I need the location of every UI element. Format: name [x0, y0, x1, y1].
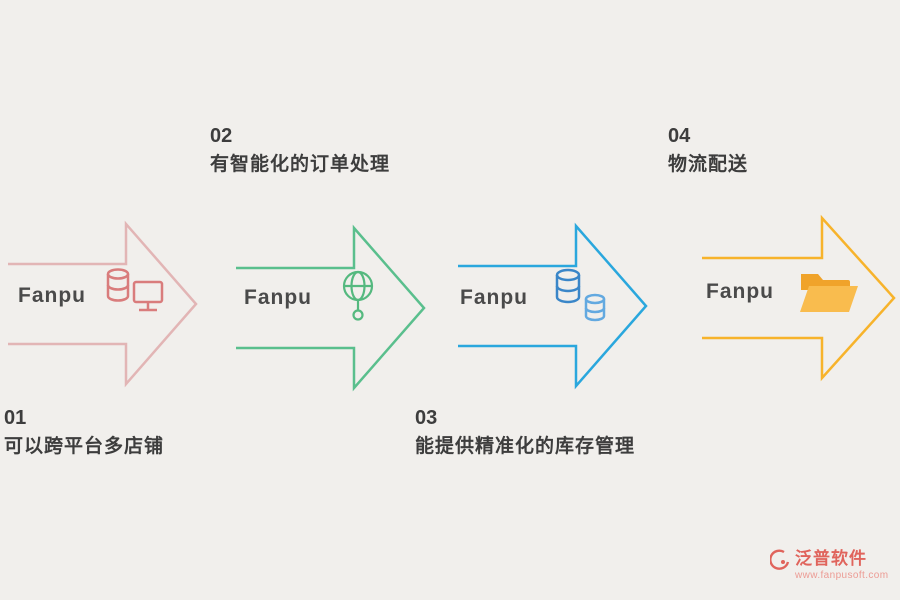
brand-label-4: Fanpu: [706, 280, 774, 303]
step-text: 能提供精准化的库存管理: [415, 436, 636, 457]
process-arrow-1: [8, 220, 198, 388]
brand-label-2: Fanpu: [244, 286, 312, 309]
step-label-4: 04 物流配送: [668, 122, 748, 180]
step-text: 物流配送: [668, 154, 749, 175]
process-arrow-2: [236, 224, 426, 392]
step-label-2: 02 有智能化的订单处理: [210, 122, 390, 180]
step-number: 04: [668, 125, 691, 147]
brand-label-1: Fanpu: [18, 284, 86, 307]
arrow-outline: [8, 220, 198, 388]
database-stack-icon: [555, 268, 606, 322]
step-label-3: 03 能提供精准化的库存管理: [415, 404, 635, 462]
footer-logo: 泛普软件 www.fanpusoft.com: [770, 549, 889, 582]
footer-url-text: www.fanpusoft.com: [795, 570, 889, 581]
process-arrow-4: [702, 214, 896, 382]
arrow-outline: [236, 224, 426, 392]
step-text: 可以跨平台多店铺: [4, 436, 165, 457]
step-number: 03: [415, 407, 438, 429]
arrow-outline: [702, 214, 896, 382]
process-arrow-3: [458, 222, 648, 390]
globe-network-icon: [342, 270, 374, 321]
step-number: 02: [210, 125, 233, 147]
brand-label-3: Fanpu: [460, 286, 528, 309]
footer-brand-text: 泛普软件: [795, 549, 867, 568]
database-monitor-icon: [106, 268, 164, 312]
step-number: 01: [4, 407, 27, 429]
step-label-1: 01 可以跨平台多店铺: [4, 404, 164, 462]
fanpu-logo-icon: [770, 549, 790, 570]
step-text: 有智能化的订单处理: [210, 154, 391, 175]
open-folder-icon: [800, 274, 858, 312]
arrow-outline: [458, 222, 648, 390]
